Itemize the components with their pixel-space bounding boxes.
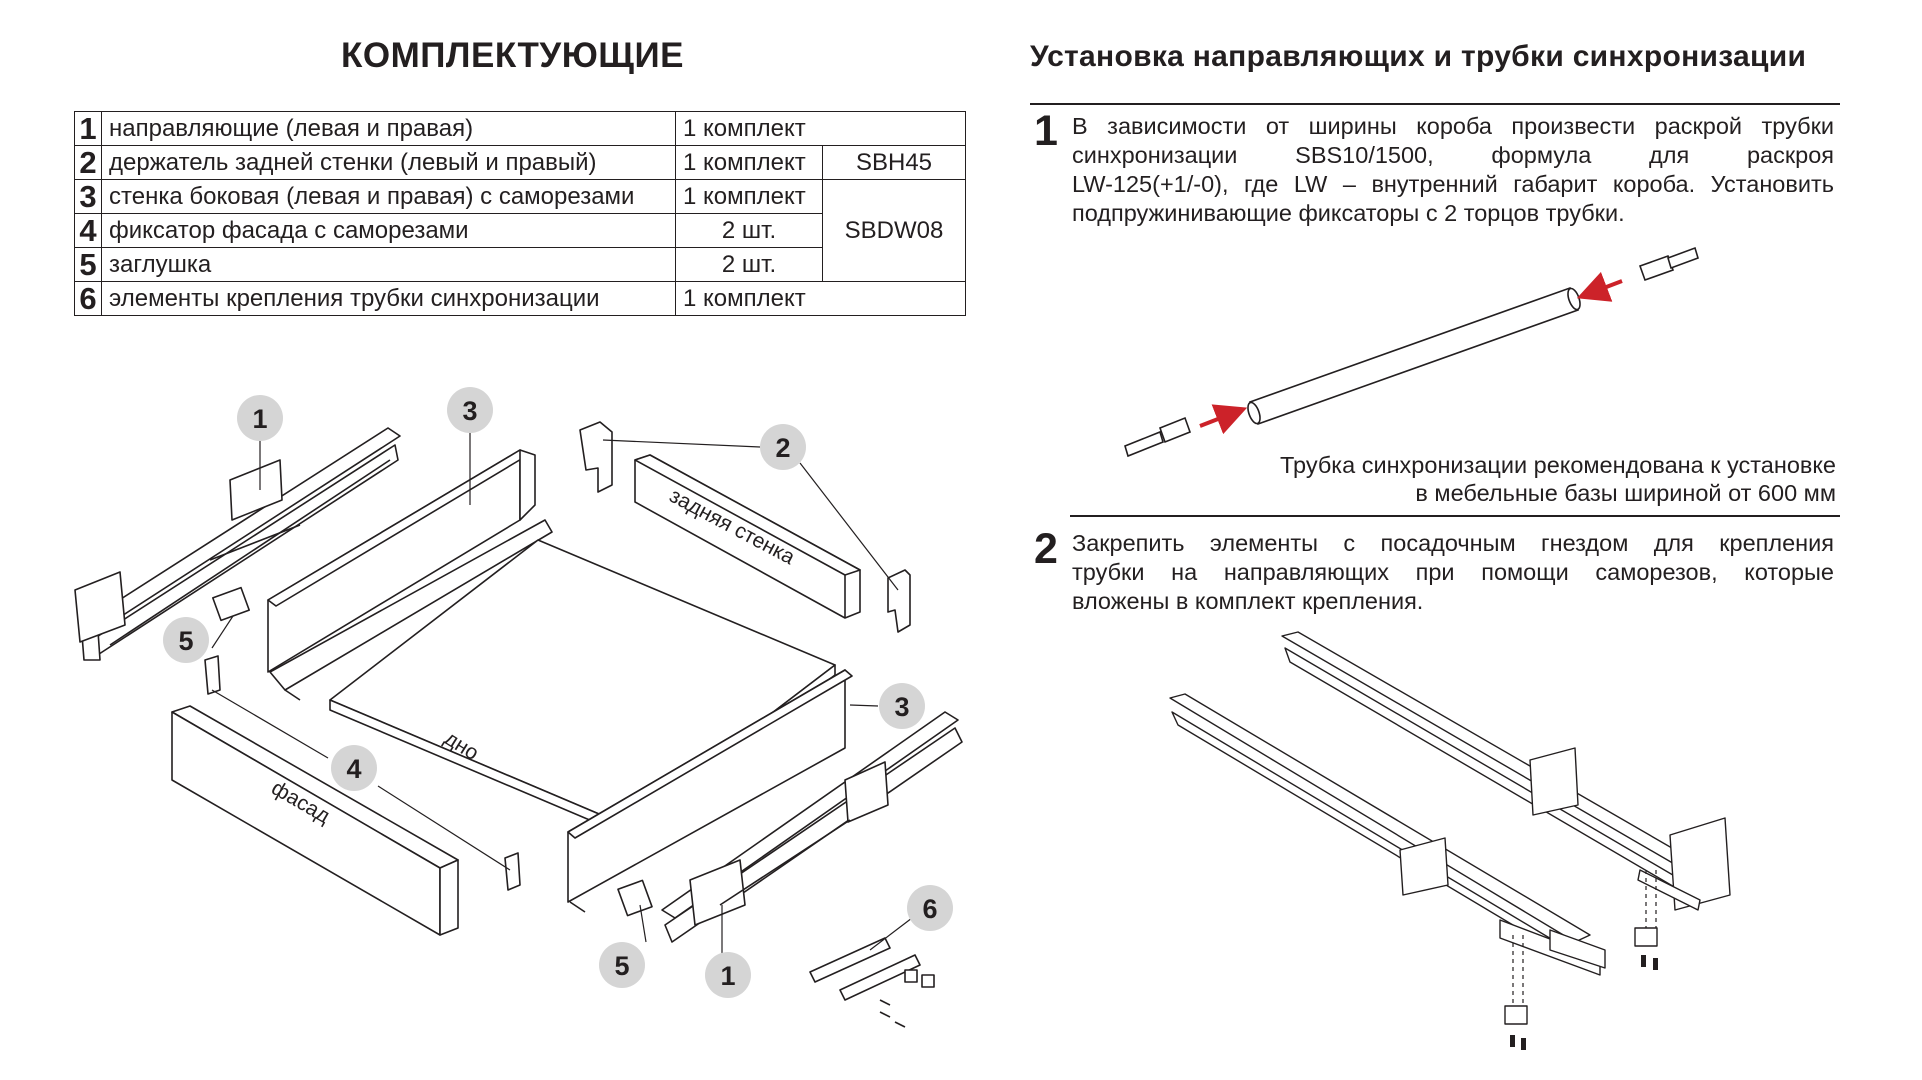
callout-number: 1 [720, 961, 735, 991]
step-2-text: Закрепить элементы с посадочным гнездом … [1072, 529, 1834, 616]
row-number: 3 [74, 179, 102, 214]
red-arrow-icon [1576, 271, 1623, 302]
runner-front [1169, 693, 1606, 976]
row-number: 1 [74, 111, 102, 146]
front-fixator [504, 852, 521, 891]
callout-5: 5 [599, 942, 645, 988]
table-row: 4 фиксатор фасада с саморезами 2 шт. [74, 213, 966, 248]
part-name: фиксатор фасада с саморезами [101, 213, 676, 248]
callout-3: 3 [879, 683, 925, 729]
socket-element [1504, 1005, 1528, 1025]
part-code: SBDW08 [822, 179, 966, 282]
section-divider [1070, 515, 1840, 517]
part-code: SBH45 [822, 145, 966, 180]
step-2-line: Закрепить элементы с посадочным гнездом … [1072, 530, 1834, 556]
callout-1: 1 [237, 395, 283, 441]
step-1-line: подпружинивающие фиксаторы с 2 торцов тр… [1072, 200, 1625, 226]
part-qty: 2 шт. [675, 213, 823, 248]
runner-left [74, 427, 401, 661]
callout-number: 5 [614, 951, 629, 981]
part-name: стенка боковая (левая и правая) с саморе… [101, 179, 676, 214]
runners-with-sockets-diagram [1169, 631, 1731, 1025]
end-plug [212, 586, 250, 622]
tube-recommendation-note: Трубка синхронизации рекомендована к уст… [1280, 451, 1836, 507]
table-row: 5 заглушка 2 шт. [74, 247, 966, 282]
rear-bracket [579, 421, 911, 633]
runner-right [661, 711, 963, 943]
step-1-line: В зависимости от ширины короба произвест… [1072, 113, 1834, 139]
callout-number: 3 [462, 396, 477, 426]
table-row: 6 элементы крепления трубки синхронизаци… [74, 281, 966, 316]
callout-3: 3 [447, 387, 493, 433]
callout-number: 3 [894, 692, 909, 722]
section-divider [1030, 103, 1840, 105]
sync-tube [1248, 286, 1580, 426]
row-number: 6 [74, 281, 102, 316]
step-1-number: 1 [1034, 107, 1058, 155]
part-name: заглушка [101, 247, 676, 282]
red-arrow-icon [1199, 404, 1248, 435]
step-2-line: трубки на направляющих при помощи саморе… [1072, 559, 1834, 585]
side-wall-right [567, 669, 853, 913]
spring-fixator-right [1638, 246, 1699, 282]
callout-number: 1 [252, 404, 267, 434]
row-number: 2 [74, 145, 102, 180]
screws [1510, 955, 1658, 1050]
callout-number: 6 [922, 894, 937, 924]
callout-number: 4 [346, 754, 361, 784]
callout-number: 5 [178, 626, 193, 656]
callout-number: 2 [775, 433, 790, 463]
runner-back [1281, 631, 1731, 911]
front-panel [171, 705, 459, 936]
table-row: 3 стенка боковая (левая и правая) с само… [74, 179, 966, 282]
part-qty: 1 комплект [675, 179, 823, 214]
note-line: в мебельные базы шириной от 600 мм [1415, 480, 1836, 506]
callout-1: 1 [705, 952, 751, 998]
sync-elements [809, 937, 935, 1028]
front-fixator [204, 655, 221, 695]
step-2-number: 2 [1034, 525, 1058, 573]
note-line: Трубка синхронизации рекомендована к уст… [1279, 452, 1836, 478]
step-1-text: В зависимости от ширины короба произвест… [1072, 112, 1834, 228]
callout-4: 4 [331, 745, 377, 791]
socket-element [1634, 927, 1658, 947]
end-plug [617, 879, 653, 917]
step-2-line: вложены в комплект крепления. [1072, 588, 1424, 614]
step-1-line: LW-125(+1/-0), где LW – внутренний габар… [1072, 171, 1834, 197]
part-name: элементы крепления трубки синхронизации [101, 281, 676, 316]
assembly-guides [1512, 870, 1657, 1006]
rear-wall-panel [634, 454, 861, 619]
spring-fixator-left [1124, 416, 1192, 458]
installation-heading: Установка направляющих и трубки синхрони… [1030, 40, 1807, 73]
part-qty: 1 комплект [675, 281, 966, 316]
part-qty: 2 шт. [675, 247, 823, 282]
row-number: 5 [74, 247, 102, 282]
table-row: 1 направляющие (левая и правая) 1 компле… [74, 111, 966, 146]
callout-6: 6 [907, 885, 953, 931]
callout-2: 2 [760, 424, 806, 470]
sync-tube-diagram [1124, 246, 1699, 458]
step-1-line: синхронизации SBS10/1500, формула для ра… [1072, 142, 1834, 168]
components-heading: КОМПЛЕКТУЮЩИЕ [341, 36, 684, 75]
callout-5: 5 [163, 617, 209, 663]
leader-lines [211, 428, 913, 966]
parts-table: 1 направляющие (левая и правая) 1 компле… [74, 111, 966, 316]
side-wall-left [267, 449, 553, 701]
